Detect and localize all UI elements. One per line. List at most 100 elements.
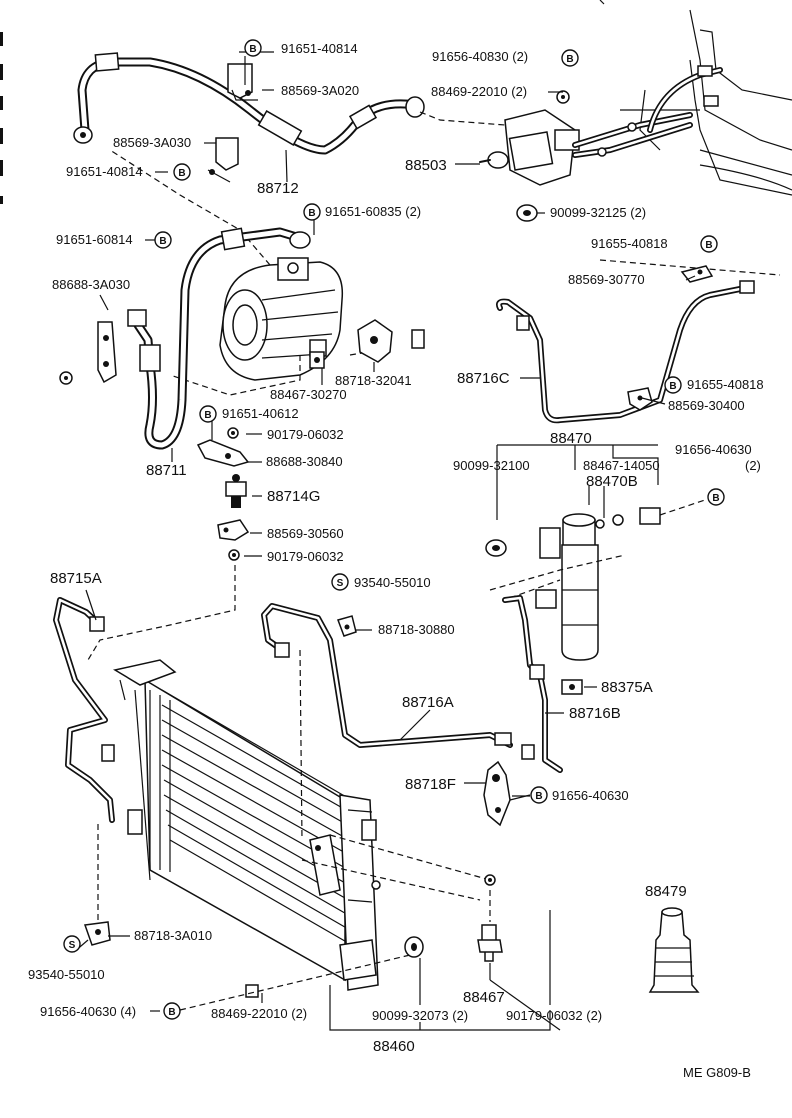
svg-text:S: S — [69, 940, 76, 951]
binding-marks — [0, 32, 3, 204]
part-label: 88569-30400 — [668, 398, 745, 413]
bolt-88469-22010-lower — [245, 984, 259, 998]
part-label: 88718F — [405, 776, 456, 793]
part-label: 88467-30270 — [270, 387, 347, 402]
part-label: 88569-3A020 — [281, 83, 359, 98]
svg-text:B: B — [566, 54, 573, 65]
svg-text:B: B — [308, 208, 315, 219]
part-label: 88716B — [569, 705, 621, 722]
part-label: 88688-30840 — [266, 454, 343, 469]
part-label: 88718-3A010 — [134, 928, 212, 943]
part-label: 91651-40814 — [281, 41, 358, 56]
part-label: 90179-06032 — [267, 427, 344, 442]
part-label: 88569-30770 — [568, 272, 645, 287]
clamp-88569-30400 — [627, 387, 653, 411]
figure-code: ME G809-B — [683, 1065, 751, 1080]
part-label: 88716C — [457, 370, 510, 387]
pipe-88716c — [496, 259, 781, 424]
screw-marker: S — [63, 935, 81, 953]
part-label: 88714G — [267, 488, 320, 505]
part-label: 91651-40612 — [222, 406, 299, 421]
part-label: 90099-32125 (2) — [550, 205, 646, 220]
pipe-88715a — [53, 597, 115, 823]
compressor — [109, 149, 381, 396]
part-label: 88716A — [402, 694, 454, 711]
svg-text:B: B — [705, 240, 712, 251]
condenser-88460 — [113, 649, 491, 991]
clamp-88569-30560 — [217, 519, 250, 561]
part-label: (2) — [745, 458, 761, 473]
part-label: 90179-06032 (2) — [506, 1008, 602, 1023]
svg-text:B: B — [669, 381, 676, 392]
part-label: 88712 — [257, 180, 299, 197]
part-label: 91651-60835 (2) — [325, 204, 421, 219]
vehicle-body-outline — [599, 0, 792, 196]
hose-88711 — [127, 227, 311, 450]
svg-text:B: B — [168, 1007, 175, 1018]
svg-text:B: B — [712, 493, 719, 504]
screw-marker: S — [331, 573, 349, 591]
bolt-marker: B — [561, 49, 579, 67]
part-label: 88715A — [50, 570, 102, 587]
valve-88467 — [477, 874, 503, 962]
valve-88467-30270 — [309, 351, 325, 369]
svg-text:S: S — [337, 578, 344, 589]
pipe-88716a — [261, 603, 513, 748]
part-label: 90099-32073 (2) — [372, 1008, 468, 1023]
bolt-88469-22010-top — [556, 90, 570, 104]
part-label: 88479 — [645, 883, 687, 900]
bolt-marker: B — [707, 488, 725, 506]
part-label: 88460 — [373, 1038, 415, 1055]
part-label: 91655-40818 — [687, 377, 764, 392]
part-label: 88470 — [550, 430, 592, 447]
part-label: 93540-55010 — [354, 575, 431, 590]
bracket-88718-3a010 — [83, 820, 111, 946]
part-label: 91656-40630 (4) — [40, 1004, 136, 1019]
bolt-marker: B — [244, 39, 262, 57]
bolt-marker: B — [173, 163, 191, 181]
marker-symbols: B B B B B B B B B B B S S — [63, 39, 725, 1020]
bolt-marker: B — [664, 376, 682, 394]
part-label: 91656-40630 — [552, 788, 629, 803]
part-labels: 91651-40814 88569-3A020 91656-40830 (2) … — [28, 41, 764, 1080]
receiver-dryer-88470 — [485, 444, 706, 661]
leader-switch-condenser — [87, 565, 236, 661]
part-label: 88469-22010 (2) — [431, 84, 527, 99]
svg-text:B: B — [159, 236, 166, 247]
bushing-90099-32125 — [516, 204, 538, 222]
svg-text:B: B — [249, 44, 256, 55]
svg-text:B: B — [178, 168, 185, 179]
part-label: 90179-06032 — [267, 549, 344, 564]
plug-88375a — [561, 679, 583, 695]
bolt-marker: B — [700, 235, 718, 253]
pipe-88716b — [502, 595, 563, 773]
part-label: 88569-30560 — [267, 526, 344, 541]
boot-88479 — [648, 907, 700, 993]
part-label: 88503 — [405, 157, 447, 174]
part-label: 91656-40830 (2) — [432, 49, 528, 64]
valve-88503 — [419, 65, 723, 186]
bolt-marker: B — [154, 231, 172, 249]
switch-88714g — [225, 474, 247, 508]
part-label: 88718-32041 — [335, 373, 412, 388]
part-label: 88718-30880 — [378, 622, 455, 637]
bracket-88718-32041 — [357, 319, 425, 363]
svg-text:B: B — [204, 410, 211, 421]
bracket-88688-30840 — [196, 427, 250, 467]
part-label: 91651-40814 — [66, 164, 143, 179]
bolt-marker: B — [199, 405, 217, 423]
part-label: 88467 — [463, 989, 505, 1006]
part-label: 91651-60814 — [56, 232, 133, 247]
svg-text:B: B — [535, 791, 542, 802]
bolt-marker: B — [530, 786, 548, 804]
clamp-88569-3a020 — [227, 63, 258, 101]
part-label: 88569-3A030 — [113, 135, 191, 150]
part-label: 91656-40630 — [675, 442, 752, 457]
bolt-marker: B — [303, 203, 321, 221]
bushing-90099-32073 — [404, 936, 424, 958]
part-label: 90099-32100 — [453, 458, 530, 473]
part-label: 88375A — [601, 679, 653, 696]
part-label: 93540-55010 — [28, 967, 105, 982]
